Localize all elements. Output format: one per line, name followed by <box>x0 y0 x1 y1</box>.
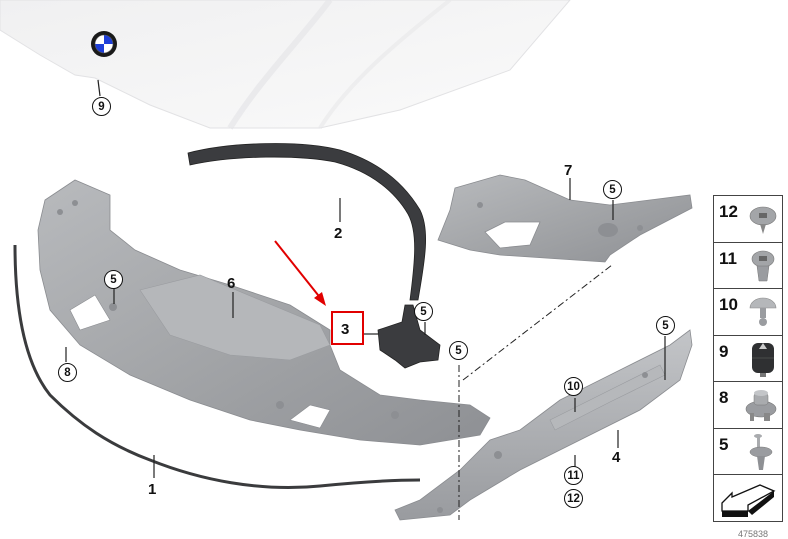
callout-5: 5 <box>104 270 123 289</box>
seal-part-1 <box>13 244 421 489</box>
image-number: 475838 <box>738 529 769 539</box>
direction-arrow-icon <box>721 484 776 517</box>
callout-5: 5 <box>656 316 675 335</box>
callout-5: 5 <box>603 180 622 199</box>
legend-item-11: 11 <box>714 243 782 289</box>
label-part-6: 6 <box>227 275 236 292</box>
legend-item-8: 8 <box>714 382 782 429</box>
legend-item-12: 12 <box>714 196 782 243</box>
expanding-rivet-icon <box>749 433 773 470</box>
callout-9: 9 <box>92 97 111 116</box>
callout-5: 5 <box>449 341 468 360</box>
label-part-1: 1 <box>148 481 157 498</box>
expanding-clip-icon <box>751 250 775 281</box>
adjustable-buffer-icon <box>745 390 777 421</box>
label-part-2: 2 <box>334 225 343 242</box>
callout-12: 12 <box>564 489 583 508</box>
callout-5: 5 <box>414 302 433 321</box>
label-part-3: 3 <box>341 321 350 338</box>
label-part-7: 7 <box>564 162 573 179</box>
callout-11: 11 <box>564 466 583 485</box>
legend-item-5: 5 <box>714 429 782 475</box>
screw-washer-icon <box>749 206 777 234</box>
fastener-legend: 12 11 10 9 <box>713 195 783 522</box>
radiator-cover-part-6 <box>37 179 491 446</box>
callout-8: 8 <box>58 363 77 382</box>
legend-item-9: 9 <box>714 336 782 382</box>
mushroom-plug-icon <box>749 297 777 326</box>
leader-line <box>97 79 101 97</box>
hood-part <box>0 0 571 130</box>
legend-item-10: 10 <box>714 289 782 336</box>
seal-strip-part-2 <box>187 143 427 301</box>
trim-panel-part-7 <box>437 174 693 263</box>
axis-line <box>462 264 613 381</box>
callout-10: 10 <box>564 377 583 396</box>
highlight-arrow-icon <box>274 240 326 306</box>
bmw-badge-icon <box>91 31 117 57</box>
bracket-part-3 <box>377 304 441 369</box>
highlight-box <box>331 311 364 345</box>
rubber-stop-icon <box>752 342 774 377</box>
legend-item-arrow <box>714 475 782 521</box>
air-duct-part-4 <box>394 329 693 521</box>
label-part-4: 4 <box>612 449 621 466</box>
